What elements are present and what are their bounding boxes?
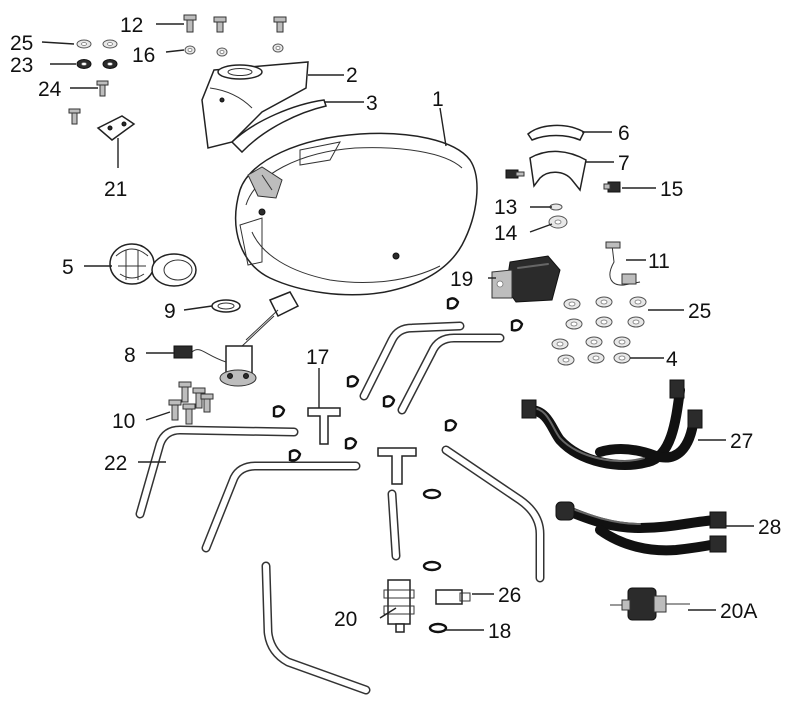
callout-27: 27 — [730, 430, 753, 453]
fuel-pump-assembly — [173, 291, 300, 387]
leader-lines — [41, 23, 754, 631]
callout-25-top: 25 — [10, 32, 33, 55]
black-fuel-lines — [521, 379, 727, 556]
callout-26: 26 — [498, 584, 521, 607]
callout-15: 15 — [660, 178, 683, 201]
callout-13: 13 — [494, 196, 517, 219]
callout-21: 21 — [104, 178, 127, 201]
rubber-grommets — [551, 296, 647, 366]
callout-8: 8 — [124, 344, 136, 367]
callout-28: 28 — [758, 516, 781, 539]
screws-and-washers-top — [76, 14, 287, 69]
mounting-bracket — [68, 80, 136, 141]
fuel-hoses — [135, 321, 545, 695]
fuel-tank — [234, 132, 478, 296]
callout-11: 11 — [648, 250, 670, 273]
strap-fasteners — [505, 169, 621, 229]
callout-20: 20 — [334, 608, 357, 631]
callout-23: 23 — [10, 54, 33, 77]
inline-fuel-filter — [383, 579, 471, 633]
pump-bolts — [168, 381, 214, 425]
callout-24: 24 — [38, 78, 62, 101]
callout-labels: 1 2 3 4 5 6 7 8 9 10 11 12 13 14 15 16 1… — [10, 14, 781, 643]
fuel-cap — [109, 243, 197, 287]
callout-5: 5 — [62, 256, 74, 279]
callout-22: 22 — [104, 452, 127, 475]
tank-cover — [201, 61, 309, 149]
fuel-filter-20a — [610, 587, 690, 621]
fuel-cut-relay — [491, 255, 561, 303]
callout-12: 12 — [120, 14, 143, 37]
fuel-pump-o-ring — [211, 299, 241, 313]
callout-25-right: 25 — [688, 300, 711, 323]
callout-6: 6 — [618, 122, 630, 145]
callout-3: 3 — [366, 92, 378, 115]
callout-7: 7 — [618, 152, 630, 175]
tank-straps — [527, 124, 587, 192]
fuel-level-sensor — [605, 241, 641, 286]
callout-2: 2 — [346, 64, 358, 87]
t-fittings — [307, 407, 417, 485]
tank-cover-gasket — [230, 99, 327, 154]
callout-4: 4 — [666, 348, 678, 371]
callout-18: 18 — [488, 620, 511, 643]
callout-17: 17 — [306, 346, 329, 369]
callout-9: 9 — [164, 300, 176, 323]
callout-16: 16 — [132, 44, 155, 67]
callout-19: 19 — [450, 268, 473, 291]
callout-10: 10 — [112, 410, 135, 433]
callout-14: 14 — [494, 222, 518, 245]
callout-20a: 20A — [720, 600, 757, 623]
hose-clips — [272, 297, 524, 634]
callout-1: 1 — [432, 88, 444, 111]
